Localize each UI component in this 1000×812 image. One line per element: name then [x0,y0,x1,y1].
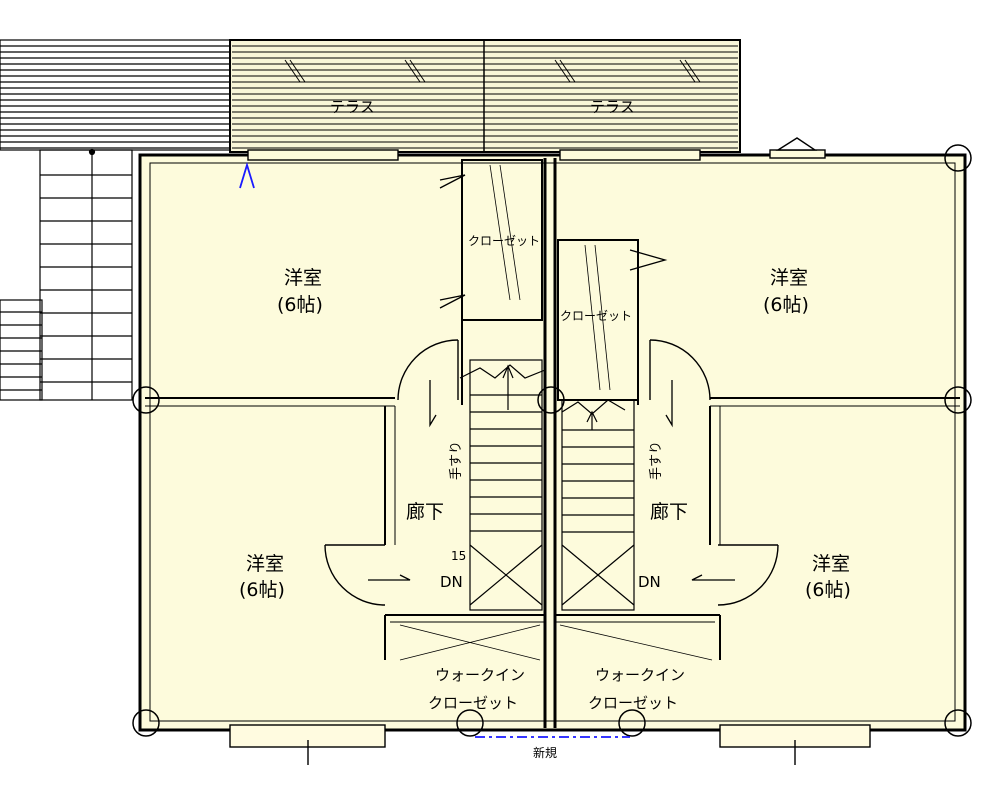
building-floor [138,153,967,732]
stair-step-count: 15 [451,549,466,563]
room-bottom-right-name: 洋室 [812,553,850,575]
column-markers [132,144,972,737]
walkin-right-line2: クローゼット [588,694,678,712]
room-top-right-size: (6帖) [763,294,809,316]
handrail-right-label: 手すり [649,441,664,480]
interior-stairs [459,359,635,611]
closet-left-label: クローゼット [468,234,540,248]
exterior-stair [0,148,133,401]
exterior-deck [0,39,231,151]
hallway-right-label: 廊下 [650,501,688,523]
room-bottom-left-size: (6帖) [239,579,285,601]
room-bottom-right-size: (6帖) [805,579,851,601]
labels: テラス テラス 洋室 (6帖) 洋室 (6帖) 洋室 (6帖) 洋室 (6帖) … [239,98,851,760]
walkin-left-line2: クローゼット [428,694,518,712]
stair-down-left: DN [440,573,463,591]
windows [229,137,871,765]
room-top-left-name: 洋室 [284,267,322,289]
handrail-left-label: 手すり [449,441,464,480]
closet-hatching [399,164,713,661]
blue-markers [239,161,630,738]
terrace-area [229,39,741,153]
terrace-right-label: テラス [590,98,635,116]
terrace-left-label: テラス [330,98,375,116]
stair-down-right: DN [638,573,661,591]
room-top-right-name: 洋室 [770,267,808,289]
hallway-left-label: 廊下 [406,501,444,523]
doors [324,339,779,606]
new-note-label: 新規 [533,745,557,760]
room-bottom-left-name: 洋室 [246,553,284,575]
room-top-left-size: (6帖) [277,294,323,316]
arrows [368,174,735,581]
closet-right-label: クローゼット [560,309,632,323]
walkin-left-line1: ウォークイン [435,666,525,684]
walkin-right-line1: ウォークイン [595,666,685,684]
